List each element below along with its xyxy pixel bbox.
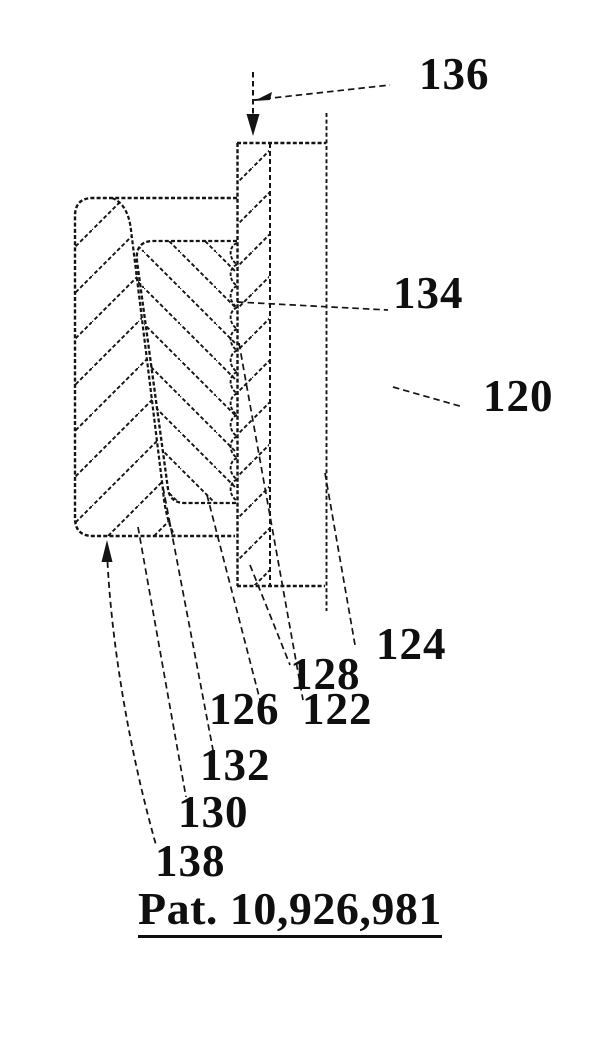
patent-number-caption: Pat. 10,926,981 xyxy=(138,886,442,938)
bottom-up-arrow xyxy=(101,540,157,846)
up-arrow-shaft xyxy=(106,561,157,846)
leader-130 xyxy=(137,526,187,798)
ref-label-120: 120 xyxy=(483,371,554,421)
inner-wedge-outline xyxy=(135,239,237,505)
leader-134 xyxy=(236,301,389,311)
leader-124 xyxy=(324,472,356,646)
inner-wedge-hatch xyxy=(134,241,236,502)
leader-132 xyxy=(162,486,214,751)
force-arrowhead-icon xyxy=(246,114,260,136)
ref-label-122: 122 xyxy=(302,684,373,734)
leader-128 xyxy=(249,564,291,666)
leader-122 xyxy=(238,342,304,701)
leader-lines xyxy=(137,84,464,798)
leader-120 xyxy=(392,386,464,408)
ref-label-132: 132 xyxy=(200,740,271,790)
leader-136 xyxy=(253,84,391,101)
ref-label-130: 130 xyxy=(178,787,249,837)
leader-126 xyxy=(206,494,261,701)
force-arrow xyxy=(246,72,260,136)
ref-label-138: 138 xyxy=(155,836,226,886)
ref-label-124: 124 xyxy=(376,619,447,669)
inner-wedge xyxy=(134,239,238,505)
leader-136-barb-icon xyxy=(254,92,272,101)
ref-label-126: 126 xyxy=(209,684,280,734)
outer-collar-outline xyxy=(73,196,237,538)
outer-collar-hatch xyxy=(75,198,174,536)
up-arrowhead-icon xyxy=(101,540,113,562)
ref-label-134: 134 xyxy=(393,268,464,318)
ref-label-128: 128 xyxy=(290,649,361,699)
fastener-bar xyxy=(236,141,326,588)
outer-collar xyxy=(73,196,237,538)
serration-teeth xyxy=(229,242,238,502)
outer-collar-inner-face xyxy=(111,196,175,536)
ref-label-136: 136 xyxy=(419,49,490,99)
